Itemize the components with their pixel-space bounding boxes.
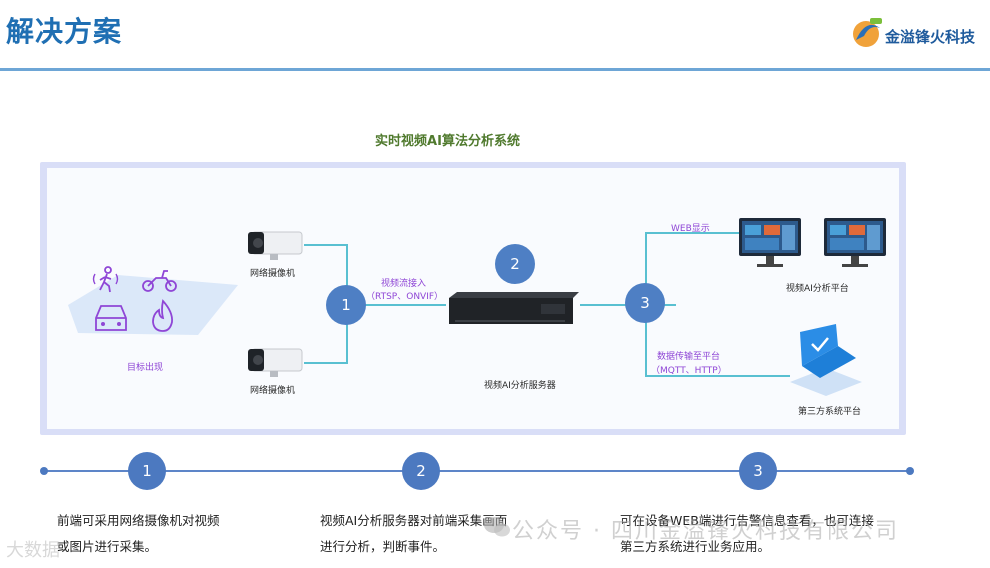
timeline-step-description: 前端可采用网络摄像机对视频 或图片进行采集。 (57, 508, 220, 560)
connector-line (645, 232, 740, 234)
web-display-label: WEB显示 (671, 224, 710, 234)
monitor-platform-label: 视频AI分析平台 (786, 284, 849, 294)
timeline-endpoint (906, 467, 914, 475)
timeline-step-description: 可在设备WEB端进行告警信息查看，也可连接 第三方系统进行业务应用。 (620, 508, 874, 560)
step-line: 前端可采用网络摄像机对视频 (57, 513, 220, 528)
company-logo-icon (853, 18, 882, 47)
wechat-icon (484, 517, 510, 537)
ai-server-icon (449, 292, 579, 324)
step-line: 或图片进行采集。 (57, 539, 158, 554)
corner-watermark: 大数据 (6, 540, 60, 561)
camera-top-label: 网络摄像机 (250, 269, 296, 279)
flow-node-2: 2 (495, 244, 535, 284)
timeline-step-number: 2 (402, 452, 440, 490)
fire-icon (152, 299, 173, 332)
watermark-text: 公众号 · 四川金溢锋火科技有限公司 (512, 519, 899, 544)
timeline-endpoint (40, 467, 48, 475)
step-line: 进行分析，判断事件。 (320, 539, 446, 554)
third-party-label: 第三方系统平台 (798, 407, 862, 417)
connector-line (662, 304, 676, 306)
page-title: 解决方案 (6, 15, 123, 48)
step-line: 视频AI分析服务器对前端采集画面 (320, 513, 508, 528)
camera-bottom-label: 网络摄像机 (250, 386, 296, 396)
monitor-icon (824, 218, 886, 267)
camera-top-icon (248, 231, 303, 260)
camera-bottom-icon (248, 348, 303, 377)
timeline-step-number: 3 (739, 452, 777, 490)
pedestrian-icon (92, 266, 119, 293)
server-label: 视频AI分析服务器 (484, 381, 556, 391)
monitor-icon (739, 218, 801, 267)
targets-label: 目标出现 (127, 363, 164, 373)
connector-line (645, 375, 790, 377)
company-logo-text: 金溢锋火科技 (885, 28, 976, 46)
car-icon (95, 305, 127, 331)
connector-line (304, 244, 347, 246)
header-divider (0, 68, 990, 71)
data-push-label: 数据传输至平台 (657, 352, 721, 362)
diagram-title: 实时视频AI算法分析系统 (375, 134, 520, 149)
step-line: 可在设备WEB端进行告警信息查看，也可连接 (620, 513, 874, 528)
timeline-step-number: 1 (128, 452, 166, 490)
flow-node-1: 1 (326, 285, 366, 325)
step-line: 第三方系统进行业务应用。 (620, 539, 771, 554)
connector-line (364, 304, 446, 306)
stream-protocol-label: （RTSP、ONVIF） (366, 292, 444, 302)
motorbike-icon (142, 270, 177, 292)
timeline-line (44, 470, 910, 472)
stream-label: 视频流接入 (381, 279, 427, 289)
timeline-step-description: 视频AI分析服务器对前端采集画面 进行分析，判断事件。 (320, 508, 507, 560)
connector-line (580, 304, 626, 306)
data-push-protocol-label: （MQTT、HTTP） (651, 366, 727, 376)
connector-line (304, 362, 347, 364)
laptop-icon (790, 324, 862, 396)
flow-node-3: 3 (625, 283, 665, 323)
